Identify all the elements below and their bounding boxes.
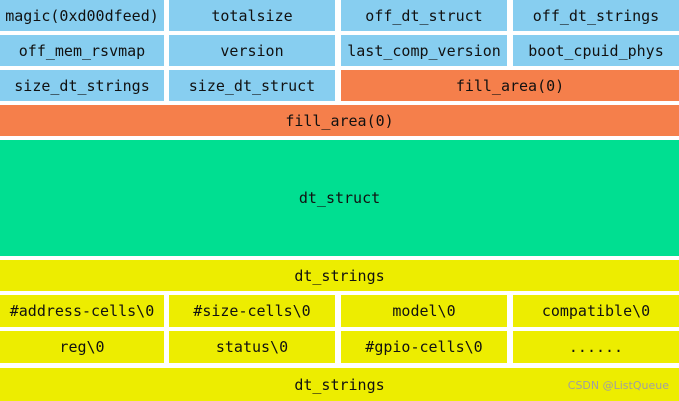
magic-field: magic(0xd00dfeed) — [0, 0, 164, 31]
off-mem-rsvmap-field: off_mem_rsvmap — [0, 35, 164, 66]
string-model: model\0 — [341, 295, 507, 327]
string-address-cells: #address-cells\0 — [0, 295, 164, 327]
string-ellipsis: ...... — [513, 331, 679, 363]
dt-struct-block: dt_struct — [0, 140, 679, 256]
off-dt-strings-field: off_dt_strings — [513, 0, 679, 31]
watermark: CSDN @ListQueue — [567, 379, 669, 392]
last-comp-version-field: last_comp_version — [341, 35, 507, 66]
dt-strings-end-block: dt_strings — [0, 368, 679, 401]
off-dt-struct-field: off_dt_struct — [341, 0, 507, 31]
string-status: status\0 — [169, 331, 335, 363]
size-dt-struct-field: size_dt_struct — [169, 70, 335, 101]
totalsize-field: totalsize — [169, 0, 335, 31]
version-field: version — [169, 35, 335, 66]
dt-strings-block: dt_strings — [0, 260, 679, 291]
string-reg: reg\0 — [0, 331, 164, 363]
header-fill-area: fill_area(0) — [341, 70, 679, 101]
string-compatible: compatible\0 — [513, 295, 679, 327]
string-gpio-cells: #gpio-cells\0 — [341, 331, 507, 363]
boot-cpuid-phys-field: boot_cpuid_phys — [513, 35, 679, 66]
fill-area-block: fill_area(0) — [0, 105, 679, 136]
string-size-cells: #size-cells\0 — [169, 295, 335, 327]
size-dt-strings-field: size_dt_strings — [0, 70, 164, 101]
